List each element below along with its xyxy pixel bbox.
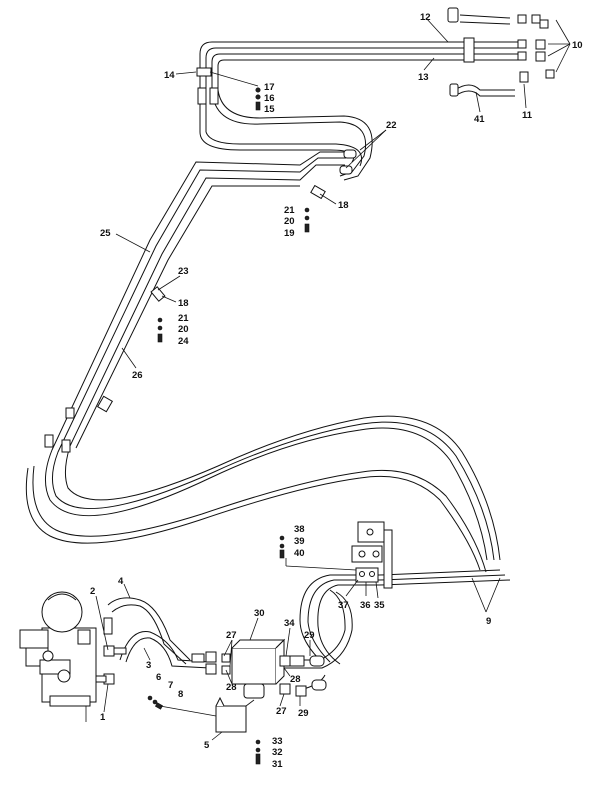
callout-38: 38 xyxy=(294,524,305,535)
callout-39: 39 xyxy=(294,536,305,547)
callout-18-lower: 18 xyxy=(178,298,189,309)
callout-41: 41 xyxy=(474,114,485,125)
callout-20-lower: 20 xyxy=(178,324,189,335)
callout-labels: 1 2 3 4 5 6 7 8 9 10 11 12 13 14 15 16 1… xyxy=(90,12,583,770)
callout-33: 33 xyxy=(272,736,283,747)
callout-14: 14 xyxy=(164,70,175,81)
callout-28-right: 28 xyxy=(290,674,301,685)
components xyxy=(19,7,555,765)
callout-6: 6 xyxy=(156,672,161,683)
callout-23: 23 xyxy=(178,266,189,277)
callout-34: 34 xyxy=(284,618,295,629)
callout-8: 8 xyxy=(178,689,183,700)
callout-10: 10 xyxy=(572,40,583,51)
callout-36: 36 xyxy=(360,600,371,611)
callout-2: 2 xyxy=(90,586,95,597)
callout-26: 26 xyxy=(132,370,143,381)
callout-31: 31 xyxy=(272,759,283,770)
callout-32: 32 xyxy=(272,747,283,758)
callout-30: 30 xyxy=(254,608,265,619)
callout-29-upper: 29 xyxy=(304,630,315,641)
leader-lines xyxy=(95,17,571,741)
callout-25: 25 xyxy=(100,228,111,239)
callout-1: 1 xyxy=(100,712,106,723)
callout-27-upper: 27 xyxy=(226,630,237,641)
callout-28-left: 28 xyxy=(226,682,237,693)
callout-24: 24 xyxy=(178,336,189,347)
callout-35: 35 xyxy=(374,600,385,611)
callout-22: 22 xyxy=(386,120,397,131)
callout-12: 12 xyxy=(420,12,431,23)
callout-9: 9 xyxy=(486,616,491,627)
callout-3: 3 xyxy=(146,660,151,671)
callout-40: 40 xyxy=(294,548,305,559)
callout-13: 13 xyxy=(418,72,429,83)
callout-17: 17 xyxy=(264,82,275,93)
callout-19: 19 xyxy=(284,228,295,239)
callout-21-upper: 21 xyxy=(284,205,295,216)
callout-7: 7 xyxy=(168,680,173,691)
pipe-runs xyxy=(25,14,520,691)
callout-5: 5 xyxy=(204,740,210,751)
callout-11: 11 xyxy=(522,110,533,121)
callout-15: 15 xyxy=(264,104,275,115)
callout-16: 16 xyxy=(264,93,275,104)
callout-4: 4 xyxy=(118,576,124,587)
callout-27-lower: 27 xyxy=(276,706,287,717)
callout-21-lower: 21 xyxy=(178,313,189,324)
callout-29-lower: 29 xyxy=(298,708,309,719)
callout-18-upper: 18 xyxy=(338,200,349,211)
callout-37: 37 xyxy=(338,600,349,611)
callout-20-upper: 20 xyxy=(284,216,295,227)
